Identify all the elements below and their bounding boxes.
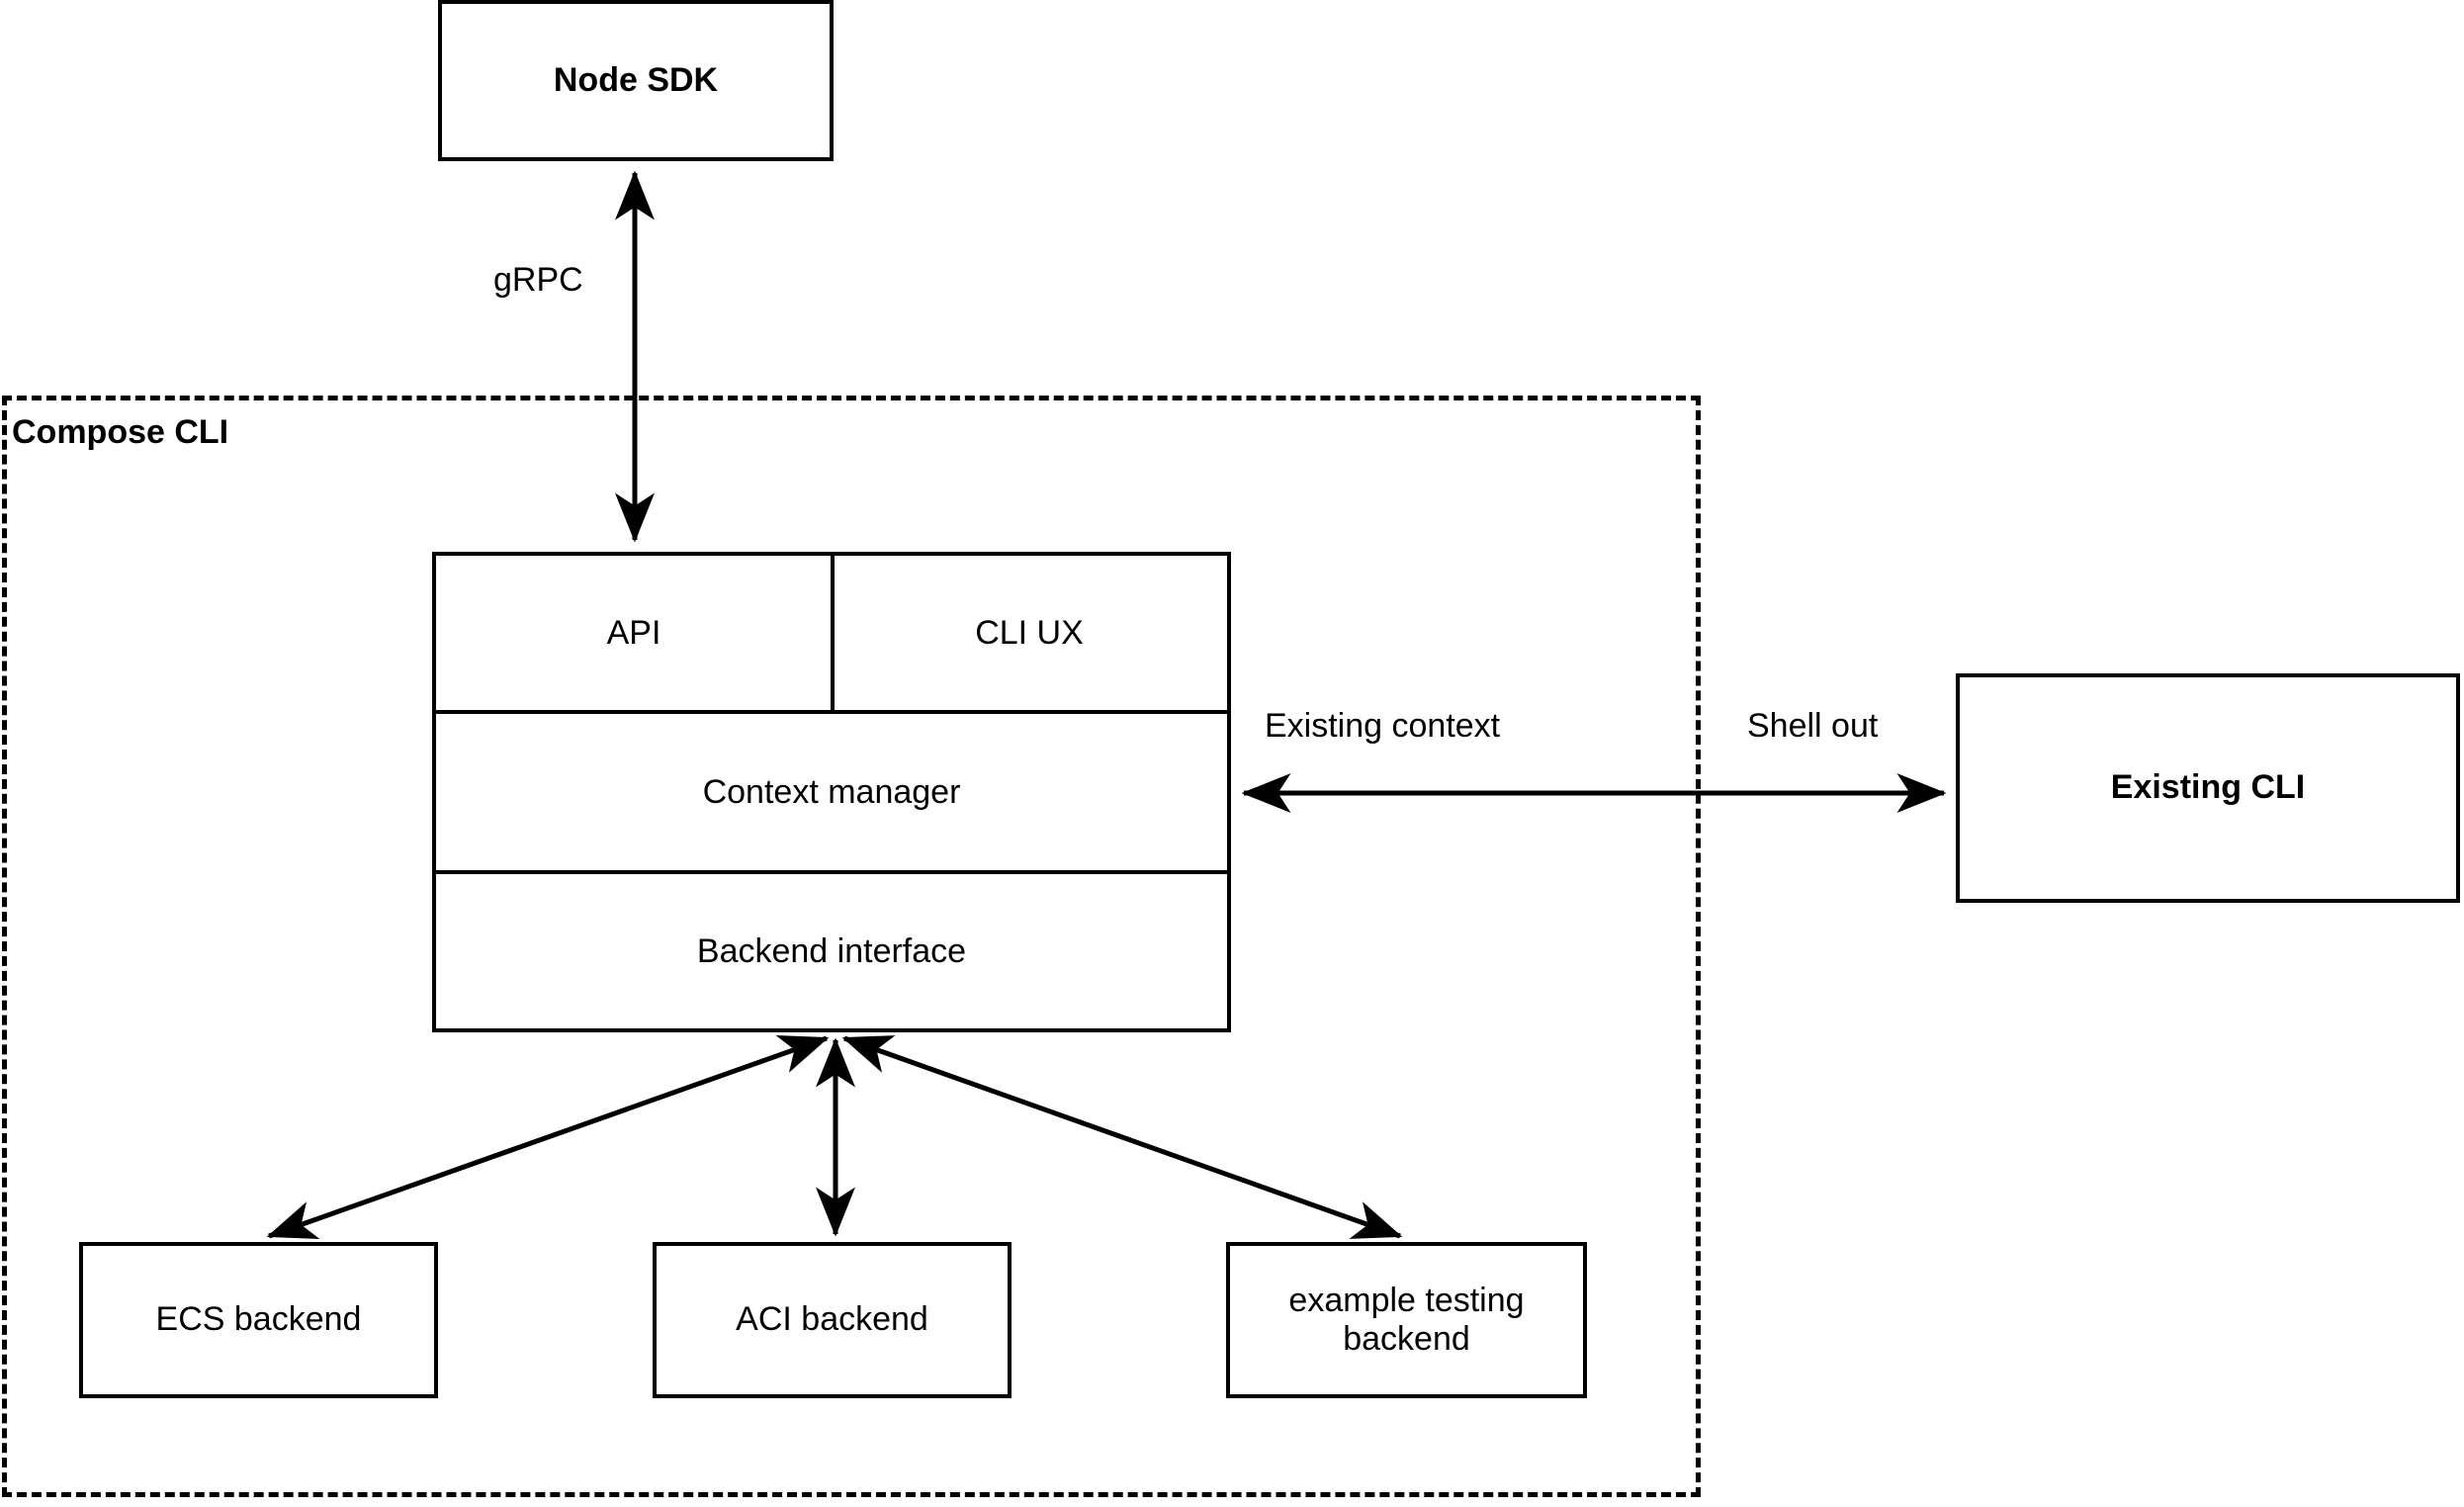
node-existing-cli[interactable]: Existing CLI bbox=[1956, 673, 2460, 903]
divider-row1-row2 bbox=[436, 710, 1227, 714]
node-api-label: API bbox=[606, 613, 661, 652]
node-example-testing-backend[interactable]: example testing backend bbox=[1226, 1242, 1587, 1398]
group-compose-cli-label: Compose CLI bbox=[12, 413, 229, 451]
node-backend-interface-label: Backend interface bbox=[696, 931, 967, 970]
node-aci-backend[interactable]: ACI backend bbox=[653, 1242, 1012, 1398]
compose-cli-stack: API CLI UX Context manager Backend inter… bbox=[432, 552, 1231, 1032]
node-api[interactable]: API bbox=[436, 556, 832, 710]
edge-label-shell-out: Shell out bbox=[1743, 707, 1883, 746]
edge-label-grpc: gRPC bbox=[489, 261, 587, 300]
node-context-manager-label: Context manager bbox=[702, 772, 961, 811]
stack-row-api-cliux: API CLI UX bbox=[436, 556, 1227, 710]
divider-api-cliux bbox=[831, 556, 835, 710]
node-backend-interface[interactable]: Backend interface bbox=[436, 874, 1227, 1028]
node-node-sdk[interactable]: Node SDK bbox=[438, 0, 834, 161]
node-existing-cli-label: Existing CLI bbox=[2110, 768, 2306, 807]
node-cli-ux-label: CLI UX bbox=[975, 613, 1084, 652]
divider-row2-row3 bbox=[436, 870, 1227, 874]
node-node-sdk-label: Node SDK bbox=[553, 60, 719, 99]
node-example-testing-backend-label: example testing backend bbox=[1288, 1281, 1525, 1358]
node-context-manager[interactable]: Context manager bbox=[436, 714, 1227, 870]
node-cli-ux[interactable]: CLI UX bbox=[832, 556, 1227, 710]
edge-label-existing-context: Existing context bbox=[1261, 707, 1505, 746]
node-ecs-backend[interactable]: ECS backend bbox=[79, 1242, 438, 1398]
group-compose-cli bbox=[2, 396, 1701, 1497]
node-ecs-backend-label: ECS backend bbox=[155, 1300, 362, 1339]
node-aci-backend-label: ACI backend bbox=[736, 1300, 928, 1339]
